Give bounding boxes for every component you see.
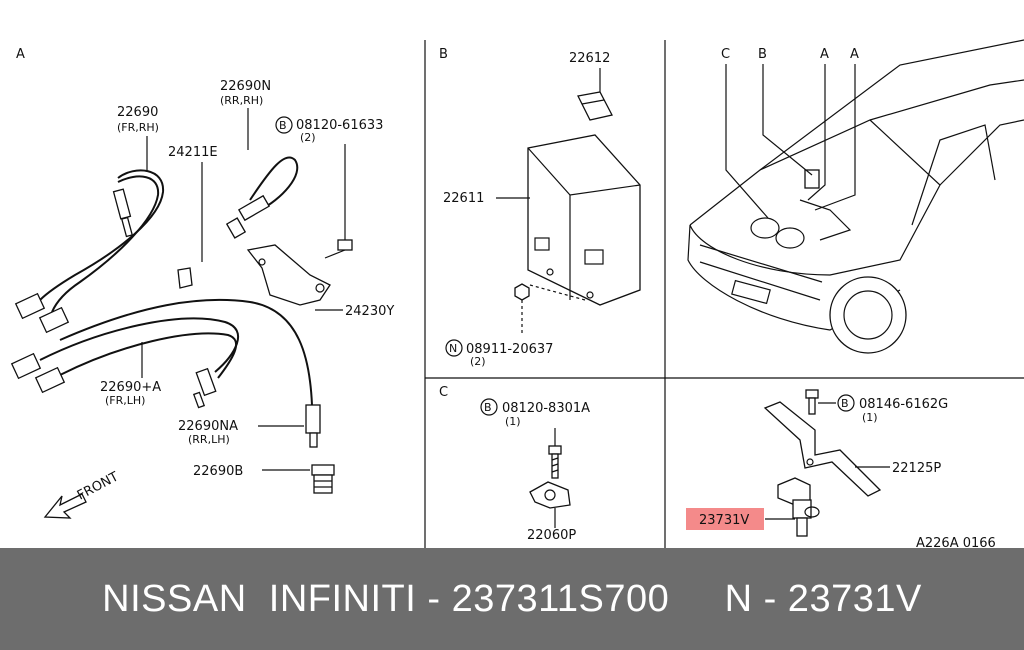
bolt-badge-circle-c — [480, 398, 498, 416]
bolt-a — [324, 239, 353, 259]
nut-badge: N — [449, 342, 457, 355]
front-label: FRONT — [75, 469, 121, 503]
bracket-22125p — [763, 401, 882, 497]
callout-a1-car: A — [820, 47, 829, 62]
footer-banner: NISSAN INFINITI - 237311S700 N - 23731V — [0, 548, 1024, 650]
bolt-badge-d: B — [841, 397, 849, 410]
knock-sensor-22060p — [529, 481, 571, 509]
section-label-a: A — [16, 47, 25, 62]
bracket-24230y — [246, 244, 331, 306]
bolt-code-d: 08146-6162G — [859, 397, 948, 412]
leader-b-car — [762, 64, 813, 176]
bolt-badge-circle-a — [275, 116, 293, 134]
callout-a2-car: A — [850, 47, 859, 62]
nut-code: 08911-20637 — [466, 342, 553, 357]
oxygen-sensor-rr-rh — [225, 156, 299, 239]
label-22690: 22690 — [117, 105, 158, 120]
parts-diagram: A 22690 (FR,RH) 22690N (RR,RH) 24211E B … — [10, 39, 1024, 548]
ecm-unit-22611 — [527, 134, 641, 306]
diagram-code: A226A 0166 — [916, 536, 996, 548]
label-24211e: 24211E — [168, 145, 218, 160]
part-highlight — [686, 508, 764, 530]
bolt-badge-circle-d — [837, 394, 855, 412]
label-24230y: 24230Y — [345, 304, 394, 319]
label-22690-note: (FR,RH) — [117, 121, 159, 134]
oxygen-sensor-rr-lh — [59, 298, 321, 448]
label-22612: 22612 — [569, 51, 610, 66]
bolt-d — [805, 389, 819, 415]
nut-qty: (2) — [470, 355, 486, 368]
callout-b-car: B — [758, 47, 767, 62]
oxygen-sensor-fr-rh — [14, 169, 165, 334]
bolt-qty-d: (1) — [862, 411, 878, 424]
callout-c-car: C — [721, 47, 730, 62]
plug-22690b — [311, 464, 335, 494]
leader-a2-car — [814, 64, 856, 211]
label-22690n-note: (RR,RH) — [220, 94, 263, 107]
bolt-badge-a: B — [279, 119, 287, 132]
oxygen-sensor-fr-lh — [10, 317, 240, 409]
camshaft-sensor-23731v — [777, 477, 820, 537]
label-22690n: 22690N — [220, 79, 271, 94]
label-22060p: 22060P — [527, 528, 576, 543]
relay-22612 — [577, 91, 613, 121]
harness-clip — [177, 267, 193, 289]
label-23731v: 23731V — [699, 513, 749, 528]
label-22690b: 22690B — [193, 464, 243, 479]
bolt-qty-a: (2) — [300, 131, 316, 144]
nut-badge-circle — [445, 339, 463, 357]
knock-sensor-bolt — [548, 445, 562, 479]
vehicle-illustration — [687, 39, 1024, 354]
bolt-qty-c: (1) — [505, 415, 521, 428]
label-22690a-note: (FR,LH) — [105, 394, 145, 407]
footer-part-number: NISSAN INFINITI - 237311S700 N - 23731V — [102, 577, 922, 620]
label-22125p: 22125P — [892, 461, 941, 476]
bolt-code-a: 08120-61633 — [296, 118, 383, 133]
label-22690na: 22690NA — [178, 419, 238, 434]
nut-b — [514, 283, 586, 336]
leader-a1-car — [807, 64, 826, 201]
leader-c-car — [725, 64, 769, 219]
front-arrow: FRONT — [43, 469, 121, 519]
bolt-code-c: 08120-8301A — [502, 401, 590, 416]
label-22690na-note: (RR,LH) — [188, 433, 230, 446]
label-22611: 22611 — [443, 191, 484, 206]
label-22690a: 22690+A — [100, 380, 161, 395]
section-label-b: B — [439, 47, 448, 62]
section-label-c: C — [439, 385, 448, 400]
bolt-badge-c: B — [484, 401, 492, 414]
